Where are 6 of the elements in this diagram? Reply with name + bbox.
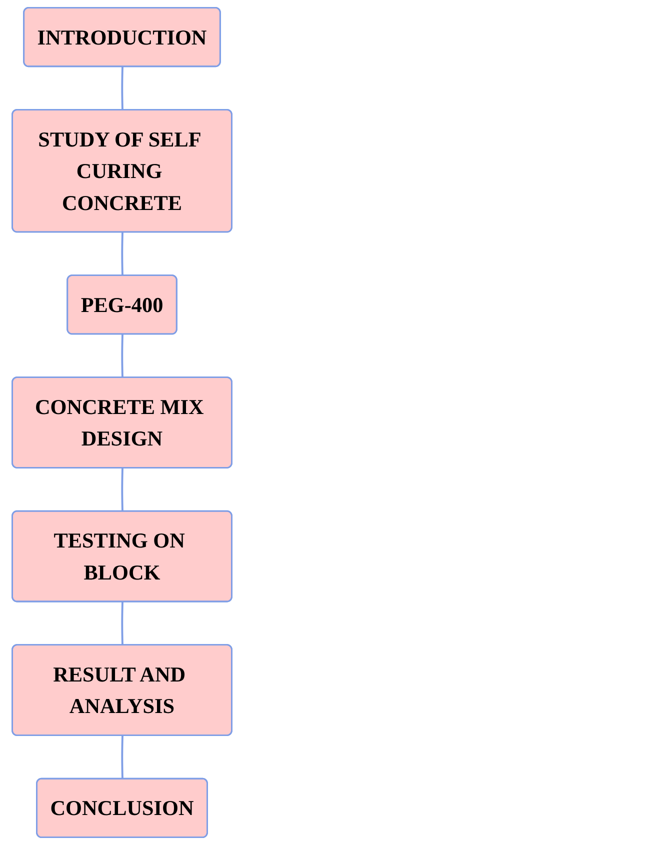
connector <box>121 468 124 512</box>
connector <box>121 334 124 378</box>
connector <box>121 602 124 646</box>
connector <box>121 232 124 276</box>
connector <box>121 66 124 110</box>
connector <box>121 736 124 780</box>
